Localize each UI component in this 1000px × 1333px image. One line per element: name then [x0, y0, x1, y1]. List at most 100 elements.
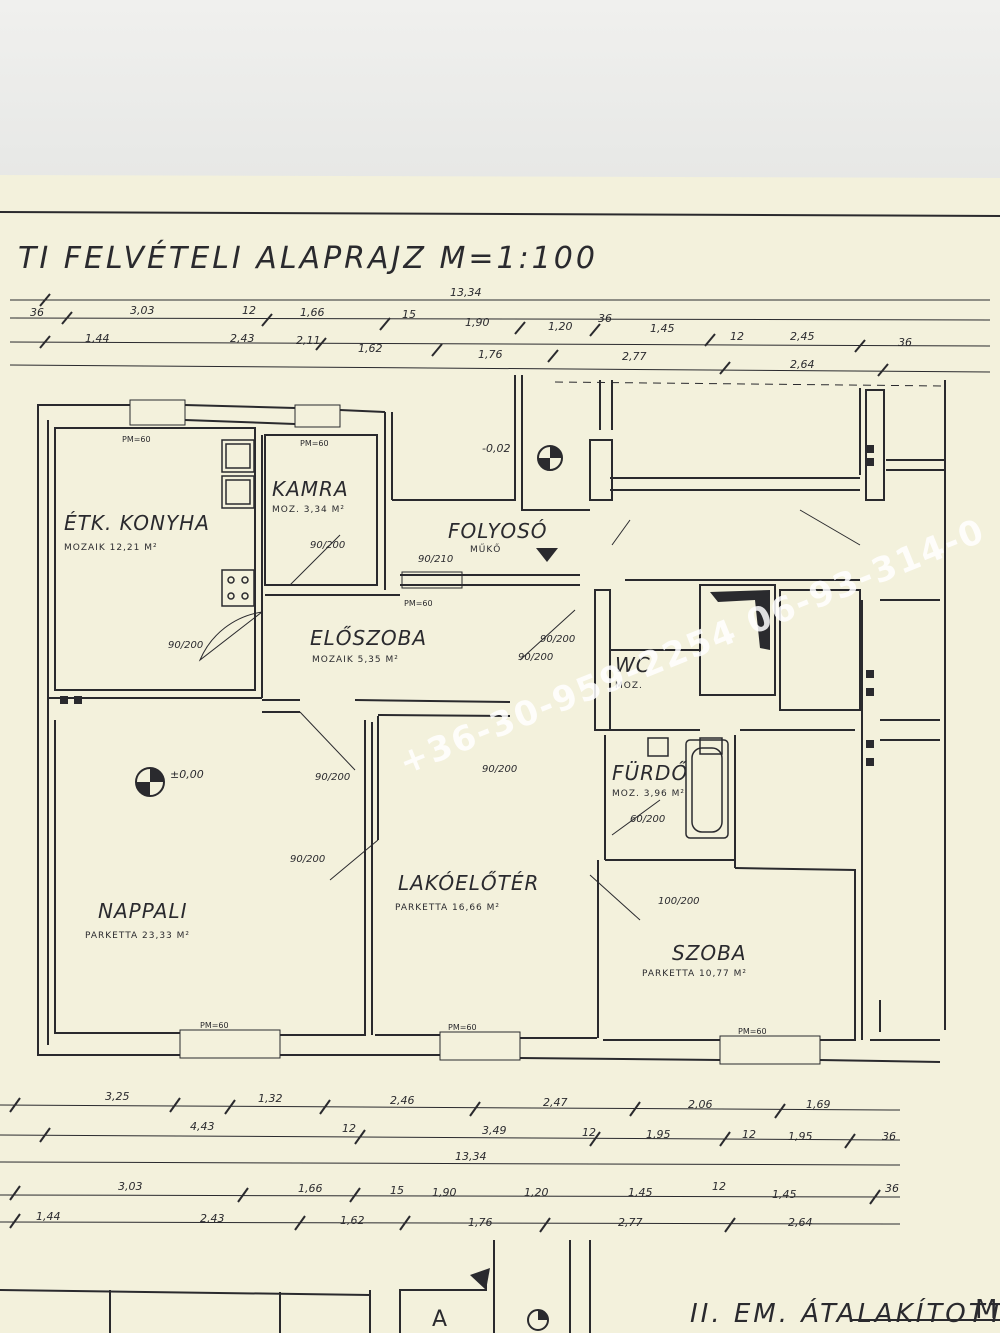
room-area-etk-konyha: MOZAIK 12,21 M² [64, 543, 158, 553]
room-area-kamra: MOZ. 3,34 M² [272, 505, 345, 515]
dim-label: 4,43 [190, 1120, 215, 1133]
section-letter: A [432, 1307, 447, 1332]
room-label-etk-konyha: ÉTK. KONYHA [64, 511, 210, 535]
dim-label: 2,64 [788, 1216, 813, 1229]
dim-label: 1,90 [465, 316, 490, 329]
background-wall [0, 0, 1000, 200]
dim-label: 36 [885, 1182, 899, 1195]
bottom-dimensions: 3,25 1,32 2,46 2,47 2,06 1,69 4,43 12 3,… [36, 1090, 899, 1229]
dim-label: 1,62 [340, 1214, 365, 1227]
dim-label: 1,76 [478, 348, 503, 361]
lower-plan-scale: M [975, 1295, 997, 1325]
room-labels: ÉTK. KONYHA MOZAIK 12,21 M² KAMRA MOZ. 3… [64, 477, 747, 979]
sink [647, 737, 723, 757]
door-size: 90/200 [315, 772, 350, 783]
dim-label: 36 [598, 312, 612, 325]
dim-label: 12 [582, 1126, 596, 1139]
dim-label: 2,64 [790, 358, 815, 371]
door-size: 90/200 [482, 764, 517, 775]
dim-label: 1,69 [806, 1098, 831, 1111]
room-area-szoba: PARKETTA 10,77 M² [642, 969, 747, 979]
dim-label: 2,43 [200, 1212, 225, 1225]
top-dimensions: 13,34 36 3,03 12 1,66 15 1,90 1,20 36 1,… [30, 286, 912, 371]
dim-label: 12 [242, 304, 256, 317]
window-tag: PM=60 [300, 439, 329, 448]
section-arrow [536, 548, 558, 562]
dim-label: 12 [342, 1122, 356, 1135]
room-area-nappali: PARKETTA 23,33 M² [85, 931, 190, 941]
dim-label: 2,46 [390, 1094, 415, 1107]
kitchen-appliances [221, 439, 255, 607]
windows: PM=60 PM=60 PM=60 PM=60 PM=60 PM=60 [122, 399, 821, 1065]
dim-label: 36 [30, 306, 44, 319]
title-rule [0, 211, 1000, 217]
plan-title: TI FELVÉTELI ALAPRAJZ M=1:100 [18, 240, 598, 276]
dim-label: 1,95 [646, 1128, 671, 1141]
room-label-furdo: FÜRDŐ [612, 761, 688, 785]
dim-label: 1,45 [628, 1186, 653, 1199]
dim-label: 1,20 [548, 320, 573, 333]
door-size: 90/200 [310, 540, 345, 551]
top-tick-marks [39, 293, 889, 377]
room-floor-folyoso: MŰKŐ [470, 544, 501, 555]
dim-label: 15 [390, 1184, 404, 1197]
window-tag: PM=60 [122, 435, 151, 444]
dim-label: 3,25 [105, 1090, 130, 1103]
outer-walls [37, 404, 941, 1063]
dim-label: 3,03 [130, 304, 155, 317]
dim-label: 36 [882, 1130, 896, 1143]
dim-label: 2,06 [688, 1098, 713, 1111]
window-tag: PM=60 [200, 1021, 229, 1030]
dim-label: 3,03 [118, 1180, 143, 1193]
door-size: 60/200 [630, 814, 665, 825]
dim-label: 2,77 [618, 1216, 643, 1229]
top-dimension-lines [9, 299, 991, 373]
room-label-kamra: KAMRA [272, 477, 349, 501]
door-size: 100/200 [658, 896, 700, 907]
dashed-line [554, 381, 946, 387]
door-size: 90/200 [168, 640, 203, 651]
dim-label: 1,32 [258, 1092, 283, 1105]
dim-label: 2,47 [543, 1096, 568, 1109]
dim-label: 2,77 [622, 350, 647, 363]
lower-plan-title: II. EM. ÁTALAKÍTOTT [690, 1297, 1000, 1329]
dim-label: 12 [730, 330, 744, 343]
room-area-furdo: MOZ. 3,96 M² [612, 789, 685, 799]
dim-label: 15 [402, 308, 416, 321]
dim-label: 1,44 [85, 332, 110, 345]
bottom-dimension-lines [0, 1104, 901, 1225]
dim-label: 2,11 [296, 334, 321, 347]
door-size: 90/200 [290, 854, 325, 865]
door-size-labels: 90/200 90/200 90/200 90/210 90/200 90/20… [168, 540, 700, 907]
room-label-szoba: SZOBA [672, 941, 747, 965]
chimney-flue [710, 590, 770, 650]
bathtub [685, 739, 729, 839]
room-label-nappali: NAPPALI [98, 899, 188, 923]
door-swings [198, 509, 861, 921]
dim-label: 3,49 [482, 1124, 507, 1137]
dim-label: 1,66 [300, 306, 325, 319]
room-label-wc: WC [615, 653, 651, 677]
room-floor-wc: MOZ. [615, 681, 643, 691]
section-arrow-bottom [470, 1268, 490, 1290]
top-total-dimension: 13,34 [450, 286, 482, 299]
dim-label: 1,90 [432, 1186, 457, 1199]
dim-label: 1,45 [650, 322, 675, 335]
interior-walls [48, 375, 946, 1038]
level-marker-nappali: ±0,00 [135, 767, 204, 797]
door-size: 90/200 [518, 652, 553, 663]
dim-label: 1,76 [468, 1216, 493, 1229]
level-folyoso: -0,02 [482, 442, 510, 455]
dim-label: 2,43 [230, 332, 255, 345]
window-tag: PM=60 [404, 599, 433, 608]
dim-label: 2,45 [790, 330, 815, 343]
level-nappali: ±0,00 [170, 768, 204, 781]
dim-label: 1,66 [298, 1182, 323, 1195]
level-marker-bottom [527, 1309, 549, 1331]
room-area-eloszoba: MOZAIK 5,35 M² [312, 655, 399, 665]
window-tag: PM=60 [738, 1027, 767, 1036]
room-area-lakoeloter: PARKETTA 16,66 M² [395, 903, 500, 913]
door-size: 90/210 [418, 554, 453, 565]
